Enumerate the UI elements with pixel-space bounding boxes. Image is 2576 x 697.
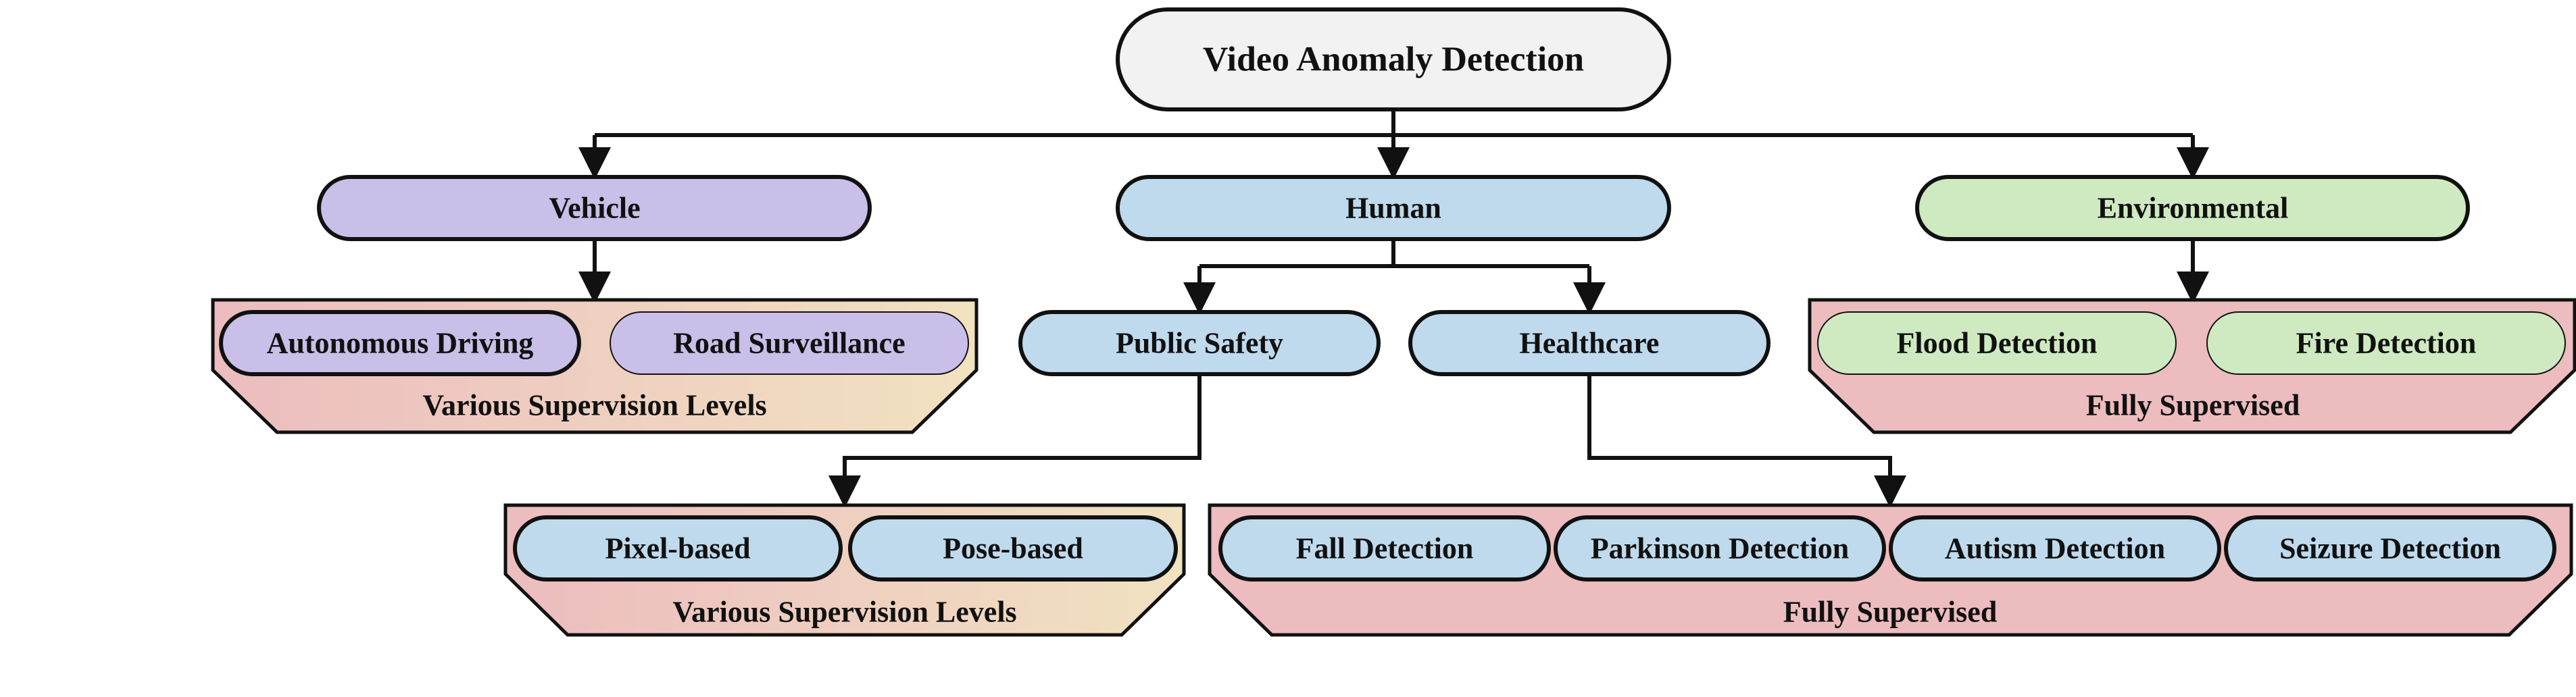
human-label: Human — [1345, 192, 1441, 225]
category-vehicle: Vehicle — [317, 175, 872, 241]
root-node: Video Anomaly Detection — [1116, 7, 1671, 111]
group-vehicle: Autonomous Driving Road Surveillance Var… — [211, 298, 979, 434]
flood-detection-pill — [1817, 311, 2177, 375]
subcategory-healthcare: Healthcare — [1408, 310, 1770, 376]
healthcare-footer: Fully Supervised — [1783, 596, 1998, 629]
healthcare-label: Healthcare — [1520, 327, 1660, 360]
autonomous-driving-label: Autonomous Driving — [267, 327, 534, 360]
root-box — [1116, 7, 1671, 111]
environmental-box — [1915, 175, 2470, 241]
human-box — [1116, 175, 1671, 241]
group-healthcare: Fall Detection Parkinson Detection Autis… — [1208, 503, 2573, 637]
vehicle-label: Vehicle — [549, 192, 640, 225]
fall-detection-label: Fall Detection — [1296, 532, 1474, 565]
subcategory-public-safety: Public Safety — [1018, 310, 1381, 376]
autism-detection-label: Autism Detection — [1945, 532, 2165, 565]
edges — [578, 109, 2209, 508]
fall-detection-pill — [1218, 515, 1551, 582]
pixel-based-pill — [513, 515, 843, 582]
environmental-footer: Fully Supervised — [2086, 389, 2300, 422]
environmental-label: Environmental — [2098, 192, 2289, 225]
road-surveillance-pill — [610, 311, 969, 375]
road-surveillance-label: Road Surveillance — [673, 327, 905, 360]
healthcare-box — [1408, 310, 1770, 376]
parkinson-detection-label: Parkinson Detection — [1591, 532, 1850, 565]
pixel-based-label: Pixel-based — [605, 532, 750, 565]
edge-healthcare-group — [1587, 374, 1906, 508]
autism-detection-pill — [1889, 515, 2221, 582]
vehicle-box — [317, 175, 872, 241]
category-environmental: Environmental — [1915, 175, 2470, 241]
pose-based-pill — [848, 515, 1178, 582]
edge-public-safety-group — [828, 374, 1202, 508]
group-public-safety: Pixel-based Pose-based Various Supervisi… — [503, 503, 1186, 637]
category-human: Human — [1116, 175, 1671, 241]
autonomous-driving-pill — [219, 310, 581, 376]
public-safety-box — [1018, 310, 1381, 376]
seizure-detection-label: Seizure Detection — [2279, 532, 2501, 565]
root-label: Video Anomaly Detection — [1203, 41, 1584, 79]
fire-detection-pill — [2206, 311, 2566, 375]
pose-based-label: Pose-based — [943, 532, 1083, 565]
group-environmental: Flood Detection Fire Detection Fully Sup… — [1808, 298, 2576, 434]
fire-detection-label: Fire Detection — [2296, 327, 2477, 360]
seizure-detection-pill — [2224, 515, 2556, 582]
public-safety-label: Public Safety — [1116, 327, 1283, 360]
public-safety-footer: Various Supervision Levels — [672, 596, 1016, 629]
vehicle-footer: Various Supervision Levels — [422, 389, 766, 422]
parkinson-detection-pill — [1554, 515, 1886, 582]
flood-detection-label: Flood Detection — [1897, 327, 2098, 360]
